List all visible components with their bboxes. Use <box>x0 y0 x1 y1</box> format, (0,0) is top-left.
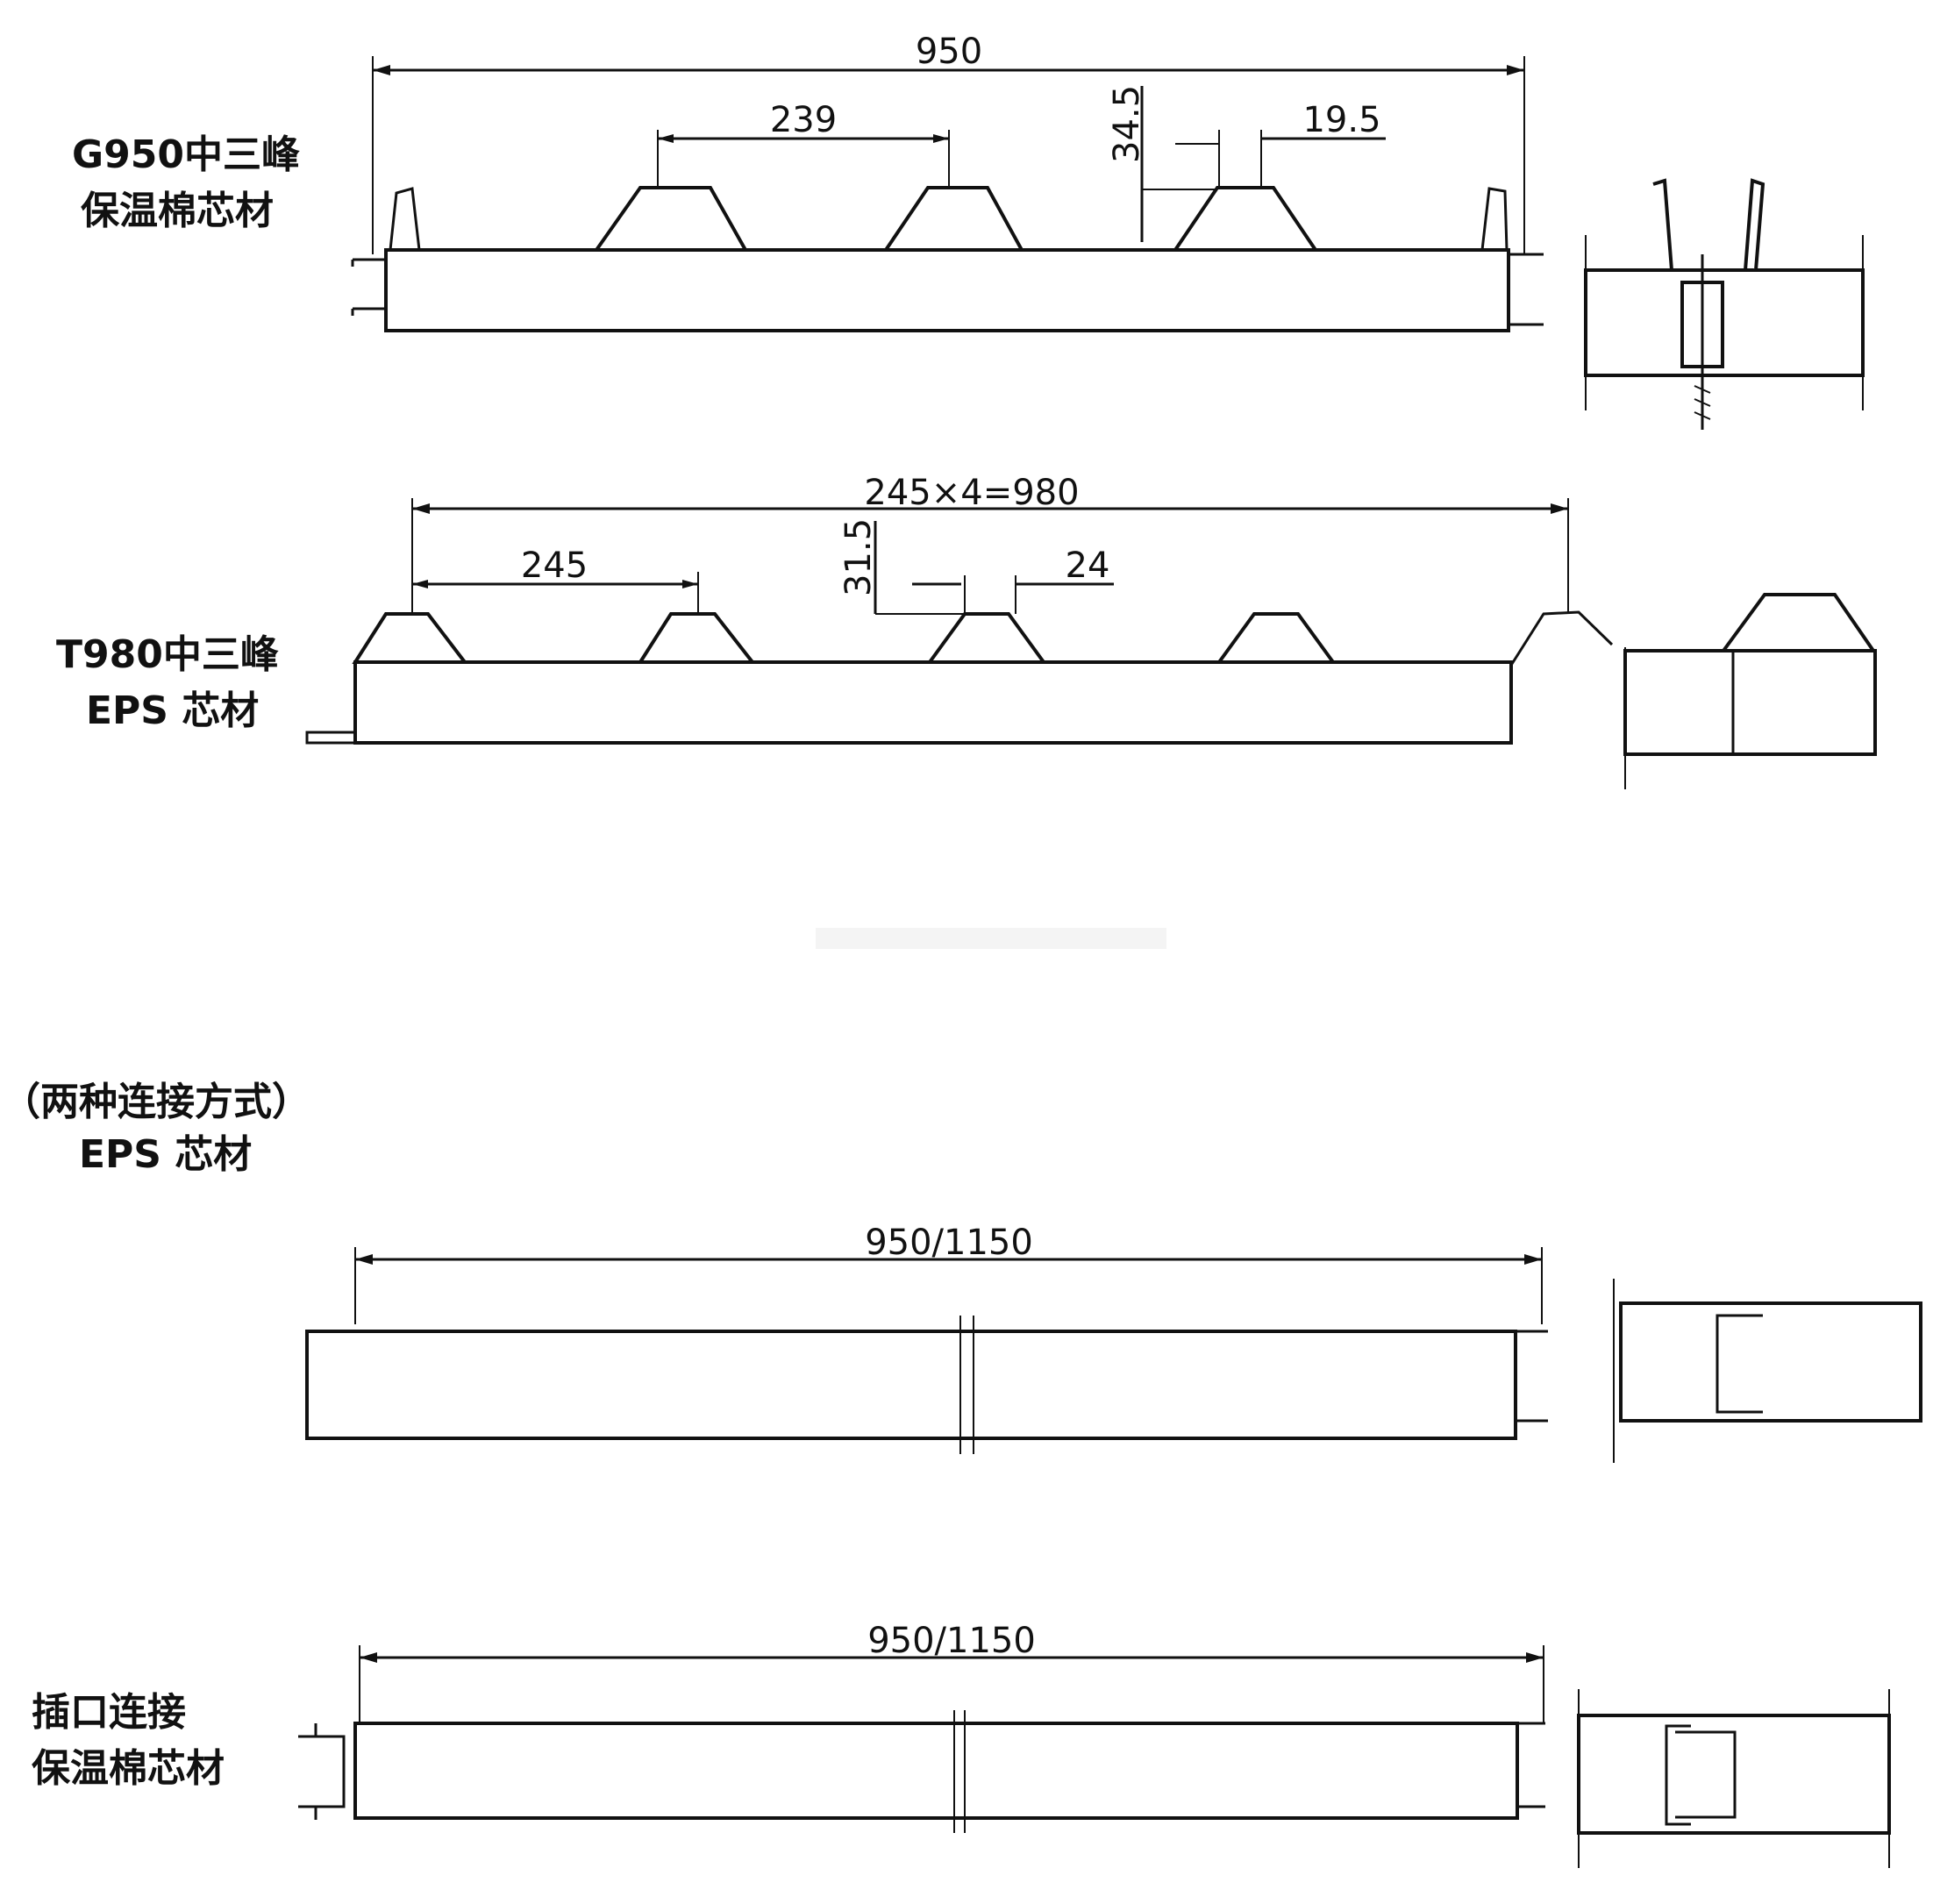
dim-height-label: 31.5 <box>838 518 879 596</box>
panel-1-drawing: 950 239 34.5 19.5 <box>351 32 1544 332</box>
panel-3-name-line2: EPS 芯材 <box>79 1132 253 1177</box>
dim-total-label: 950/1150 <box>867 1621 1036 1661</box>
panel-3-drawing: 950/1150 <box>305 1223 1548 1454</box>
panel-2-joint-detail <box>1623 593 1877 789</box>
dim-pitch-label: 239 <box>770 100 837 140</box>
dim-total-label: 950 <box>916 32 982 72</box>
panel-4-name-line1: 插口连接 <box>32 1690 186 1735</box>
dim-total-label: 950/1150 <box>865 1223 1033 1263</box>
panel-2-name-line2: EPS 芯材 <box>86 688 260 733</box>
panel-2-name-line1: T980中三峰 <box>56 632 279 677</box>
panel-4-name-line2: 保温棉芯材 <box>32 1746 225 1791</box>
panel-2-drawing: 245×4=980 245 31.5 24 <box>305 473 1614 745</box>
panel-3-joint-detail <box>1613 1279 1922 1463</box>
panel-3-name-line1: （两种连接方式） <box>2 1080 310 1124</box>
dim-pitch-label: 245 <box>521 546 588 586</box>
panel-1-name-line2: 保温棉芯材 <box>81 189 274 233</box>
panel-1-name-line1: G950中三峰 <box>72 132 300 177</box>
panel-4-drawing: 950/1150 <box>298 1621 1545 1833</box>
dim-total-label: 245×4=980 <box>864 473 1079 513</box>
panel-1-joint-detail <box>1584 178 1865 430</box>
panel-4-joint-detail <box>1577 1689 1891 1868</box>
dim-top-label: 24 <box>1066 546 1110 586</box>
dim-height-label: 34.5 <box>1107 85 1147 163</box>
dim-top-label: 19.5 <box>1302 100 1380 140</box>
